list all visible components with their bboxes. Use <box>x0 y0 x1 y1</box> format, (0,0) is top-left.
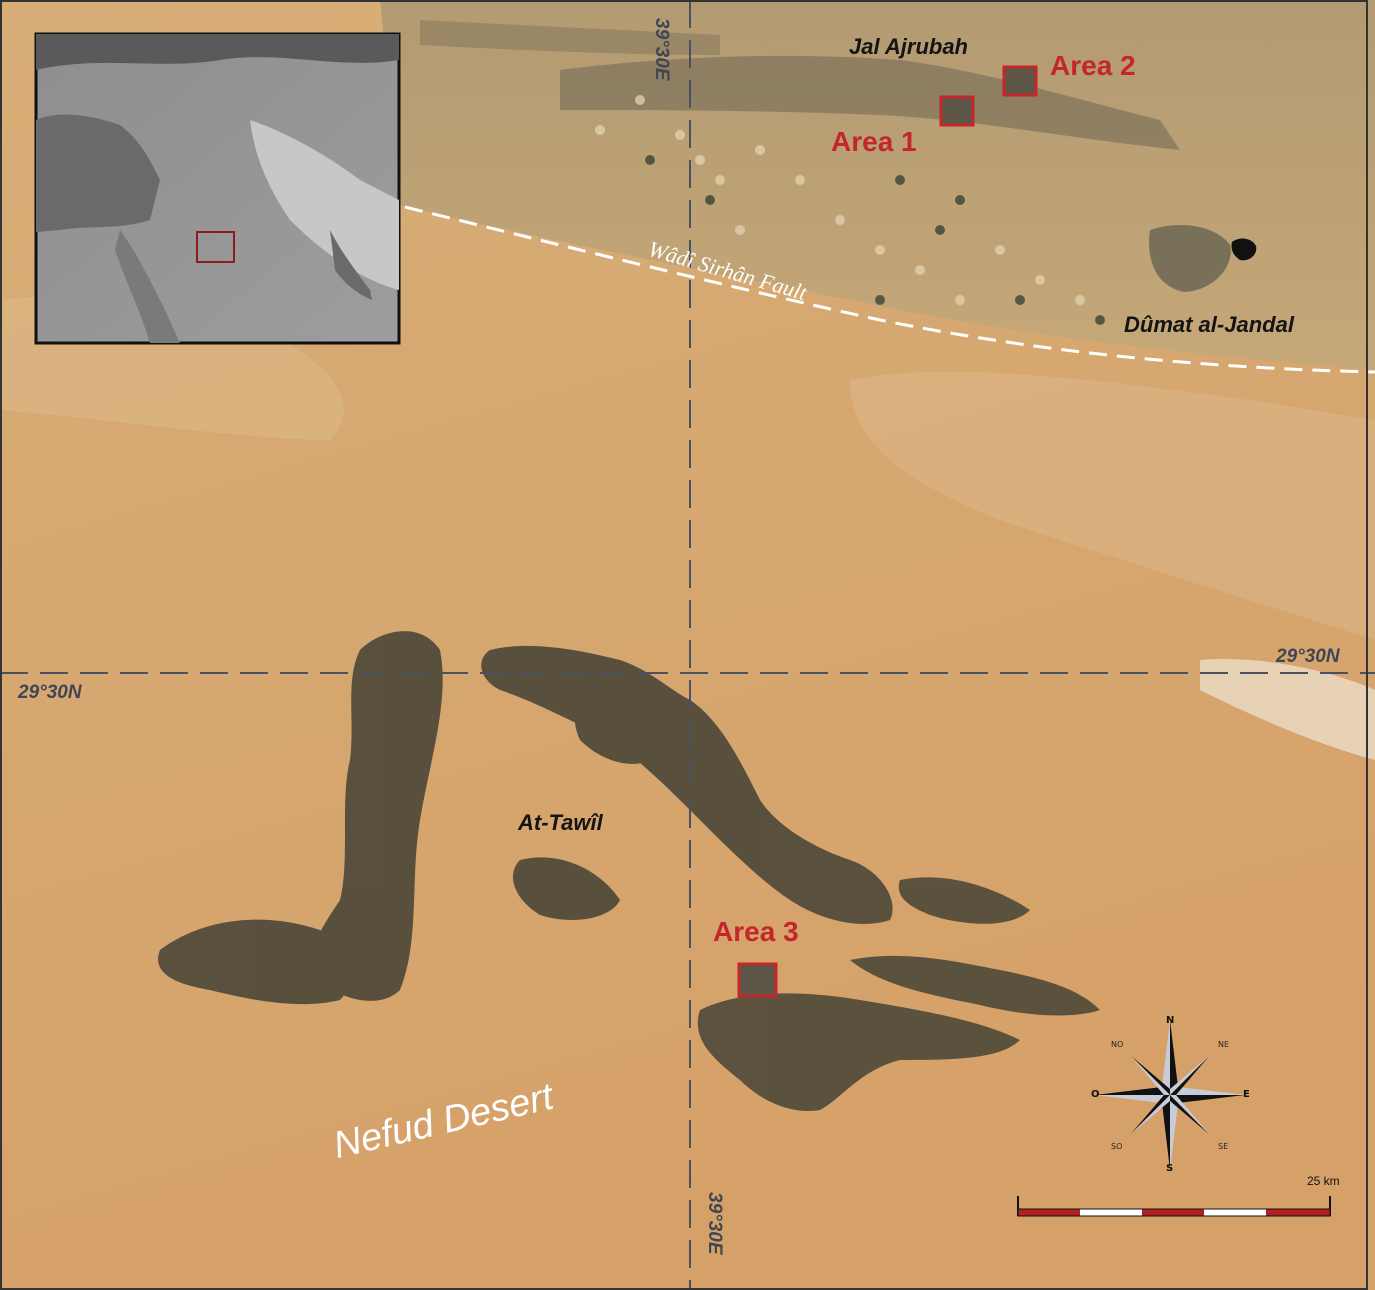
inset-map <box>34 32 401 345</box>
compass-s: S <box>1166 1163 1174 1174</box>
area-1-box <box>939 95 975 127</box>
compass-no: NO <box>1111 1040 1124 1049</box>
light-dunes-east <box>850 371 1375 640</box>
dumat-oasis <box>1149 225 1231 292</box>
dumat-lake <box>1231 238 1257 261</box>
compass-o: O <box>1091 1089 1100 1100</box>
label-parallel-left: 29°30N <box>18 682 82 703</box>
label-meridian-bottom: 39°30E <box>704 1192 725 1255</box>
scale-bar <box>1017 1196 1331 1217</box>
fault-line <box>404 205 1375 374</box>
compass-se: SE <box>1218 1142 1229 1151</box>
compass-e: E <box>1243 1089 1250 1100</box>
label-at-tawil: At-Tawîl <box>518 810 603 835</box>
area-2-box <box>1002 65 1038 97</box>
label-area-2: Area 2 <box>1050 50 1136 81</box>
irrigation-circles <box>595 95 1085 305</box>
label-area-1: Area 1 <box>831 126 917 157</box>
label-meridian-top: 39°30E <box>651 18 672 81</box>
scale-label: 25 km <box>1307 1174 1340 1188</box>
area-3-box <box>737 962 778 998</box>
at-tawil-outcrops <box>158 631 893 1005</box>
northern-ridges <box>560 55 1180 150</box>
inset-locator-box <box>196 231 235 263</box>
compass-rose <box>1095 1020 1245 1170</box>
label-dumat-al-jandal: Dûmat al-Jandal <box>1124 312 1294 337</box>
compass-n: N <box>1166 1015 1175 1026</box>
compass-so: SO <box>1111 1142 1123 1151</box>
compass-ne: NE <box>1218 1040 1230 1049</box>
northern-ridges-2 <box>420 20 720 55</box>
label-parallel-right: 29°30N <box>1276 646 1340 667</box>
light-sand-se <box>1200 659 1375 760</box>
label-jal-ajrubah: Jal Ajrubah <box>849 34 968 59</box>
label-area-3: Area 3 <box>713 916 799 947</box>
southern-outcrops <box>697 877 1100 1111</box>
